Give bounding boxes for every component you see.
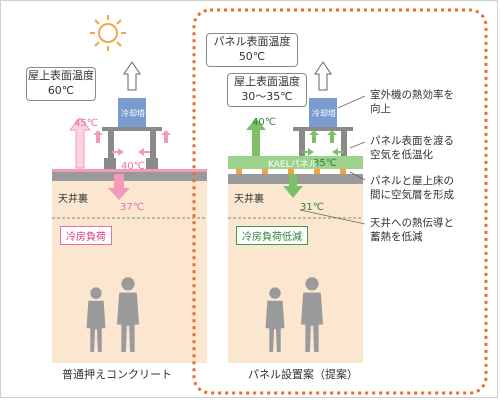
note-heat-reduction: 天井への熱伝導と 蓄熱を低減 xyxy=(370,216,454,244)
left-roof-slab xyxy=(52,171,207,181)
right-temp-ceiling: 31℃ xyxy=(300,202,324,213)
left-cooling-tower xyxy=(102,98,162,169)
right-unit-label: 冷却塔 xyxy=(312,109,336,118)
right-heat-down-arrow-icon xyxy=(283,174,303,198)
right-caption: パネル設置案（提案） xyxy=(248,368,358,381)
note-line1: 天井への熱伝導と xyxy=(370,217,454,229)
callout-line2: 30～35℃ xyxy=(241,90,293,103)
left-zone-label: 天井裏 xyxy=(58,194,88,205)
sun-icon xyxy=(90,15,126,51)
kael-panel-label: KAELパネル xyxy=(268,160,318,170)
left-temp-up: 45℃ xyxy=(74,118,98,129)
left-load-tag: 冷房負荷 xyxy=(60,226,112,245)
right-temp-middle: 35℃ xyxy=(313,158,337,169)
right-heat-up-arrow-icon xyxy=(246,118,266,156)
panel-supports xyxy=(236,169,346,174)
right-load-tag: 冷房負荷低減 xyxy=(236,226,308,245)
kael-panel xyxy=(228,156,363,169)
right-temp-up: 40℃ xyxy=(252,117,276,128)
callout-line2: 60℃ xyxy=(47,84,75,97)
note-air-cooling: パネル表面を渡る 空気を低温化 xyxy=(370,134,454,162)
right-cooling-tower xyxy=(293,98,353,156)
left-hot-surface xyxy=(52,169,207,172)
left-small-heat-arrows xyxy=(93,130,171,156)
note-leader-lines xyxy=(299,95,366,225)
left-temp-ceiling: 37℃ xyxy=(120,202,144,213)
left-heat-down-arrow-icon xyxy=(108,174,130,200)
note-line1: パネルと屋上床の xyxy=(370,175,454,187)
note-line2: 蓄熱を低減 xyxy=(370,231,423,243)
note-efficiency: 室外機の熱効率を 向上 xyxy=(370,88,454,116)
callout-line1: パネル表面温度 xyxy=(213,35,291,48)
callout-line1: 屋上表面温度 xyxy=(28,69,94,82)
right-interior xyxy=(228,183,363,363)
right-small-cool-arrows xyxy=(302,130,344,156)
note-air-layer: パネルと屋上床の 間に空気層を形成 xyxy=(370,174,454,202)
right-panel-temp-callout: パネル表面温度 50℃ xyxy=(206,33,298,67)
note-line1: 室外機の熱効率を xyxy=(370,89,454,101)
note-line2: 空気を低温化 xyxy=(370,149,433,161)
left-caption: 普通押えコンクリート xyxy=(62,368,172,381)
left-heat-up-arrow-icon xyxy=(68,117,92,169)
right-exhaust-arrow-icon xyxy=(314,61,332,91)
right-zone-label: 天井裏 xyxy=(234,194,264,205)
left-unit-label: 冷却塔 xyxy=(121,109,145,118)
left-exhaust-arrow-icon xyxy=(123,61,141,91)
right-roof-temp-callout: 屋上表面温度 30～35℃ xyxy=(227,73,307,107)
note-line2: 間に空気層を形成 xyxy=(370,189,454,201)
left-roof-temp-callout: 屋上表面温度 60℃ xyxy=(26,67,96,101)
callout-line1: 屋上表面温度 xyxy=(234,75,300,88)
left-temp-middle: 40℃ xyxy=(121,161,145,172)
proposal-dashed-frame xyxy=(192,8,488,395)
note-line1: パネル表面を渡る xyxy=(370,135,454,147)
note-line2: 向上 xyxy=(370,103,391,115)
callout-line2: 50℃ xyxy=(238,50,266,63)
